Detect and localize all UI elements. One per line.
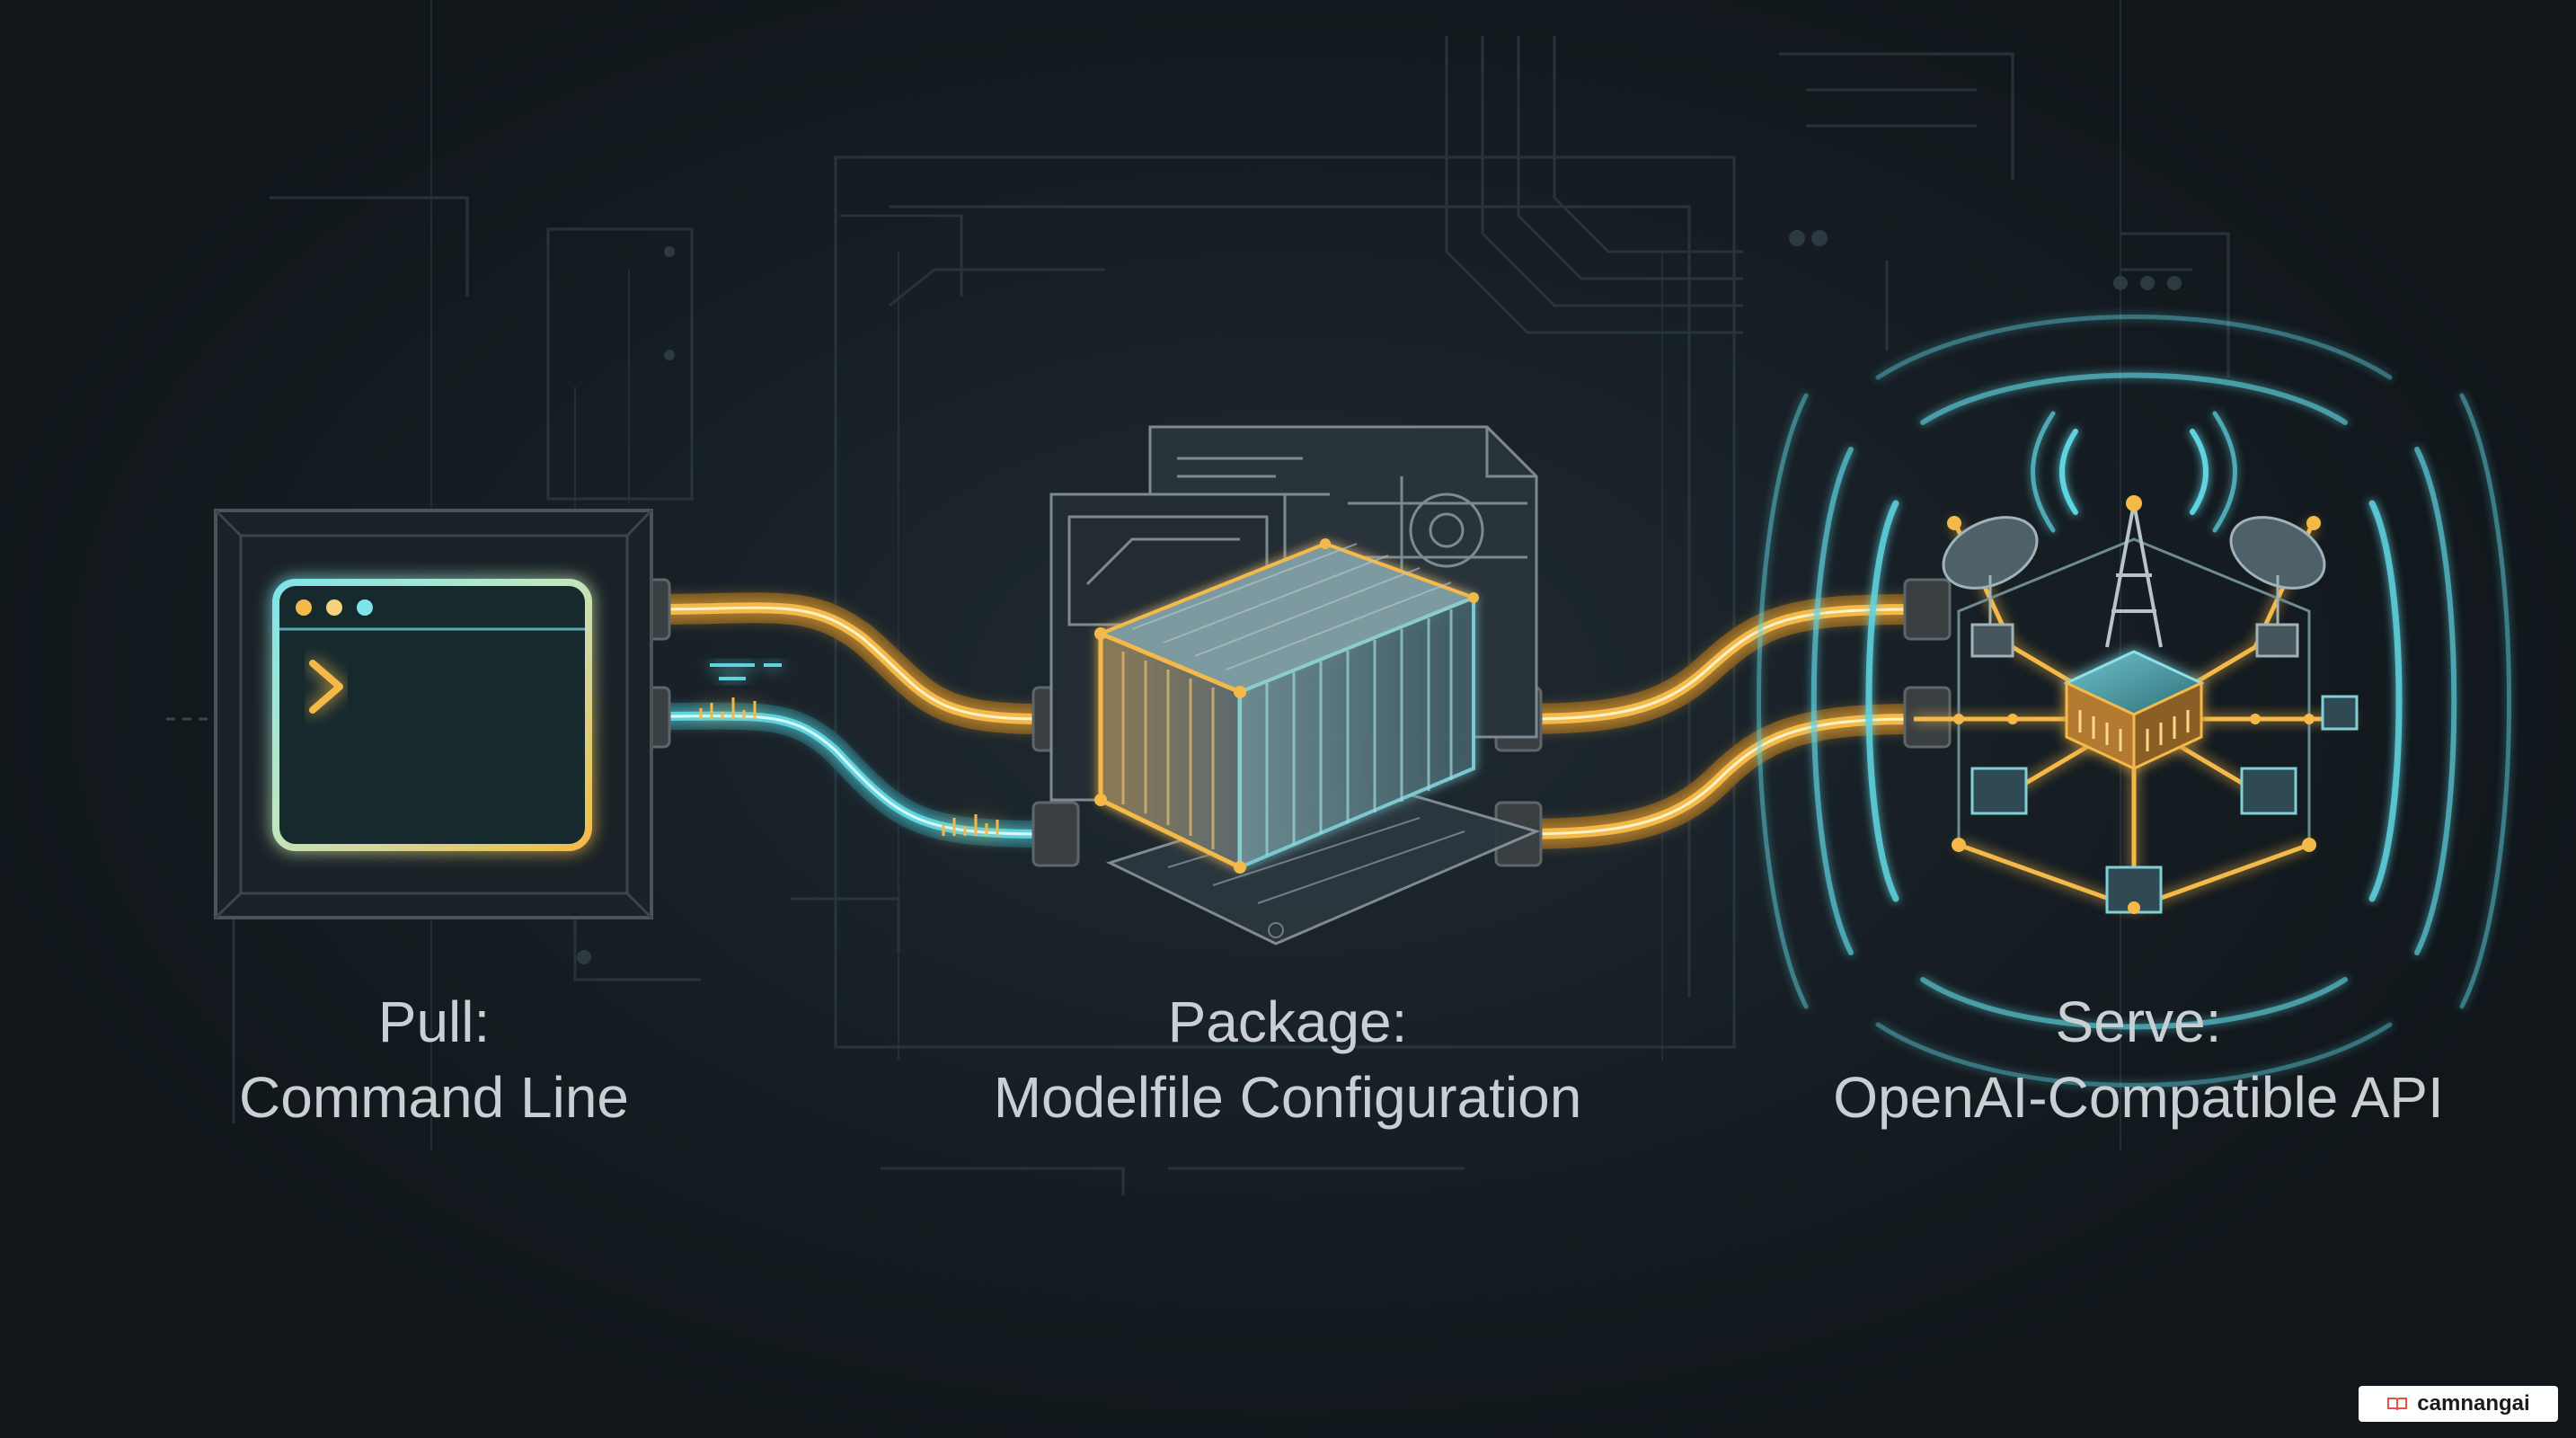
stage-pull-label: Pull: Command Line (164, 984, 704, 1135)
stage-serve-label: Serve: OpenAI-Compatible API (1752, 984, 2525, 1135)
watermark-badge: camnangai (2359, 1386, 2558, 1422)
pipe-pull-to-package-top (636, 592, 1058, 734)
stage-serve-subtitle: OpenAI-Compatible API (1833, 1065, 2444, 1130)
watermark-text: camnangai (2417, 1391, 2530, 1416)
stage-pull-subtitle: Command Line (239, 1065, 629, 1130)
pipe-package-to-serve-top (1503, 594, 1929, 734)
stage-package-label: Package: Modelfile Configuration (928, 984, 1647, 1135)
stage-package-title: Package: (1167, 990, 1408, 1054)
stage-serve-title: Serve: (2055, 990, 2222, 1054)
signal-waves (1757, 315, 2511, 1087)
book-logo-icon (2387, 1398, 2408, 1411)
stage-package-subtitle: Modelfile Configuration (993, 1065, 1582, 1130)
stage-pull-title: Pull: (377, 990, 491, 1054)
pipe-package-to-serve-bottom (1503, 704, 1929, 849)
